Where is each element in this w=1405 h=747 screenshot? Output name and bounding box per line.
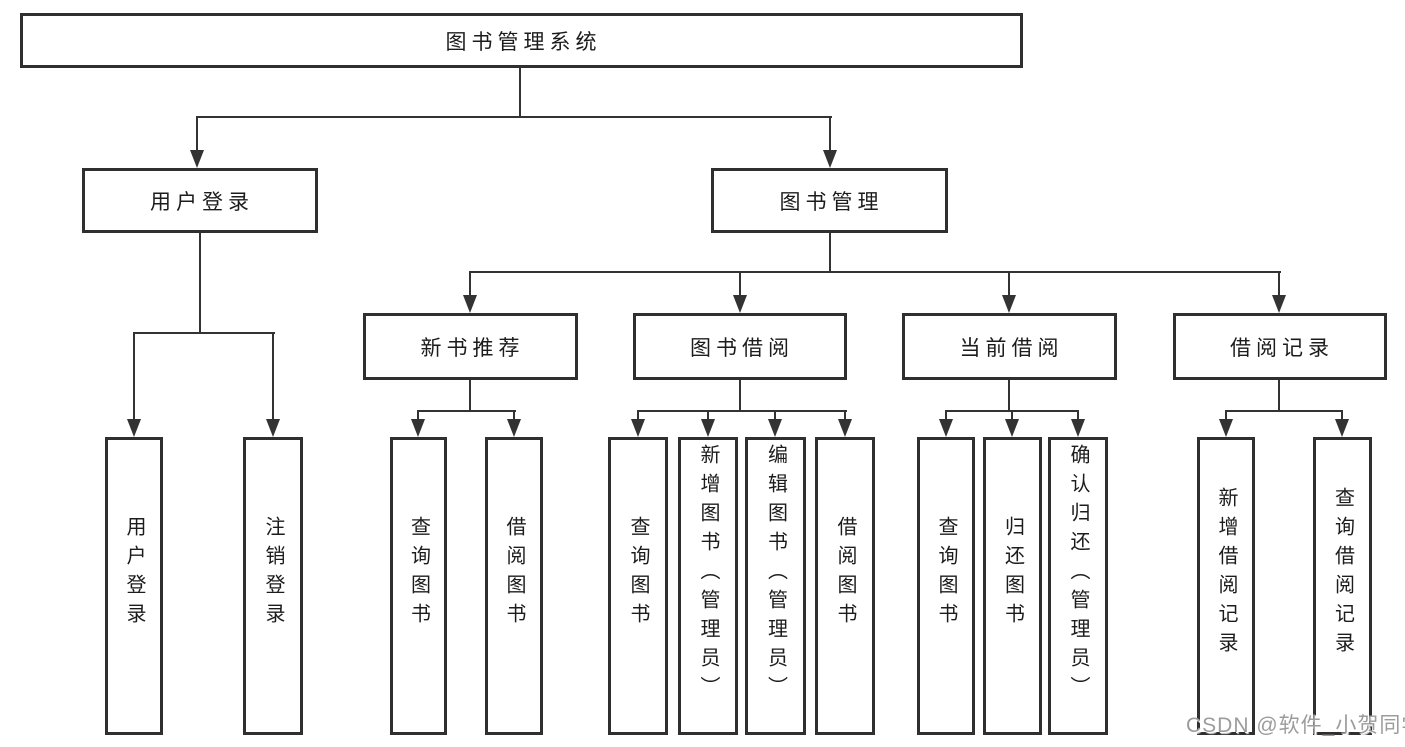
connector-to-leaf-query-books-3 — [945, 410, 947, 421]
leaf-logout: 注销登录 — [243, 437, 303, 735]
arrowhead-to-leaf-borrow-books-1 — [507, 419, 521, 437]
connector-to-borrowing-records — [1278, 271, 1280, 297]
leaf-query-books-2-label: 查询图书 — [627, 516, 649, 632]
leaf-user-login-label: 用户登录 — [123, 516, 145, 632]
leaf-borrow-books-2: 借阅图书 — [815, 437, 875, 735]
leaf-query-books-1-label: 查询图书 — [407, 516, 430, 632]
leaf-add-book-admin: 新增图书（管理员） — [678, 437, 738, 735]
arrowhead-to-leaf-add-book — [701, 419, 715, 437]
node-book-management-label: 图书管理 — [779, 190, 884, 214]
watermark: CSDN @软件_小贺同学 — [1186, 714, 1405, 737]
leaf-confirm-return-admin-label: 确认归还（管理员） — [1067, 443, 1089, 705]
connector-to-leaf-borrow-books-1 — [513, 410, 515, 421]
connector-book-borrowing-horizontal — [637, 410, 847, 412]
connector-book-management-stem — [829, 233, 831, 273]
connector-to-book-borrowing — [739, 271, 741, 297]
node-book-management: 图书管理 — [711, 168, 948, 233]
connector-to-leaf-edit-book — [774, 410, 776, 421]
connector-to-leaf-query-books-2 — [637, 410, 639, 421]
connector-to-book-management — [829, 116, 831, 152]
connector-to-current-borrowing — [1008, 271, 1010, 297]
leaf-user-login: 用户登录 — [105, 437, 163, 735]
connector-to-leaf-query-record — [1341, 410, 1343, 421]
connector-new-book-recommend-stem — [469, 380, 471, 412]
arrowhead-to-leaf-query-books-2 — [631, 419, 645, 437]
node-current-borrowing: 当前借阅 — [902, 313, 1117, 380]
leaf-add-borrow-record: 新增借阅记录 — [1197, 437, 1255, 735]
connector-to-new-book-recommend — [469, 271, 471, 297]
connector-borrowing-records-horizontal — [1225, 410, 1343, 412]
arrowhead-to-leaf-query-books-1 — [411, 419, 425, 437]
connector-to-leaf-borrow-books-2 — [844, 410, 846, 421]
leaf-edit-book-admin-label: 编辑图书（管理员） — [764, 443, 787, 705]
connector-level2-horizontal — [469, 271, 1281, 273]
leaf-edit-book-admin: 编辑图书（管理员） — [745, 437, 806, 735]
arrowhead-to-book-management — [823, 150, 837, 168]
connector-to-leaf-user-login — [133, 332, 135, 421]
connector-borrowing-records-stem — [1278, 380, 1280, 412]
arrowhead-to-leaf-return-books — [1005, 419, 1019, 437]
connector-to-leaf-return-books — [1011, 410, 1013, 421]
leaf-query-books-3: 查询图书 — [917, 437, 975, 735]
arrowhead-to-book-borrowing — [733, 295, 747, 313]
arrowhead-to-leaf-add-record — [1219, 419, 1233, 437]
node-root: 图书管理系统 — [20, 13, 1023, 68]
arrowhead-to-leaf-query-record — [1335, 419, 1349, 437]
arrowhead-to-leaf-logout — [266, 419, 280, 437]
connector-root-stem — [519, 68, 521, 118]
arrowhead-to-user-login — [190, 150, 204, 168]
leaf-query-borrow-record: 查询借阅记录 — [1313, 437, 1372, 735]
connector-current-borrowing-stem — [1008, 380, 1010, 412]
node-book-borrowing-label: 图书借阅 — [690, 336, 794, 360]
leaf-borrow-books-1: 借阅图书 — [485, 437, 543, 735]
connector-to-leaf-add-record — [1225, 410, 1227, 421]
leaf-add-borrow-record-label: 新增借阅记录 — [1215, 487, 1237, 661]
leaf-query-borrow-record-label: 查询借阅记录 — [1331, 487, 1354, 661]
connector-user-login-horizontal — [133, 332, 275, 334]
node-book-borrowing: 图书借阅 — [633, 313, 847, 380]
leaf-return-books-label: 归还图书 — [1001, 516, 1024, 632]
connector-user-login-stem — [199, 233, 201, 334]
connector-to-leaf-add-book — [707, 410, 709, 421]
arrowhead-to-new-book-recommend — [463, 295, 477, 313]
connector-new-book-recommend-horizontal — [417, 410, 516, 412]
arrowhead-to-current-borrowing — [1002, 295, 1016, 313]
connector-to-leaf-query-books-1 — [417, 410, 419, 421]
leaf-query-books-2: 查询图书 — [608, 437, 668, 735]
node-user-login-label: 用户登录 — [150, 190, 254, 214]
connector-to-leaf-confirm-return — [1077, 410, 1079, 421]
leaf-logout-label: 注销登录 — [262, 516, 284, 632]
arrowhead-to-borrowing-records — [1272, 295, 1286, 313]
leaf-confirm-return-admin: 确认归还（管理员） — [1048, 437, 1108, 735]
leaf-return-books: 归还图书 — [983, 437, 1042, 735]
arrowhead-to-leaf-edit-book — [768, 419, 782, 437]
leaf-borrow-books-1-label: 借阅图书 — [503, 516, 525, 632]
arrowhead-to-leaf-query-books-3 — [939, 419, 953, 437]
node-user-login: 用户登录 — [82, 168, 318, 233]
node-new-book-recommend-label: 新书推荐 — [420, 336, 525, 360]
arrowhead-to-leaf-borrow-books-2 — [838, 419, 852, 437]
node-new-book-recommend: 新书推荐 — [363, 313, 578, 380]
connector-level1-horizontal — [196, 116, 832, 118]
connector-book-borrowing-stem — [739, 380, 741, 412]
arrowhead-to-leaf-user-login — [127, 419, 141, 437]
node-root-label: 图书管理系统 — [445, 30, 602, 54]
leaf-borrow-books-2-label: 借阅图书 — [834, 516, 856, 632]
connector-to-user-login — [196, 116, 198, 152]
node-current-borrowing-label: 当前借阅 — [959, 336, 1064, 360]
arrowhead-to-leaf-confirm-return — [1071, 419, 1085, 437]
leaf-query-books-1: 查询图书 — [390, 437, 447, 735]
node-borrowing-records: 借阅记录 — [1173, 313, 1387, 380]
connector-to-leaf-logout — [272, 332, 274, 421]
node-borrowing-records-label: 借阅记录 — [1230, 336, 1334, 360]
leaf-query-books-3-label: 查询图书 — [935, 516, 957, 632]
leaf-add-book-admin-label: 新增图书（管理员） — [697, 443, 719, 705]
